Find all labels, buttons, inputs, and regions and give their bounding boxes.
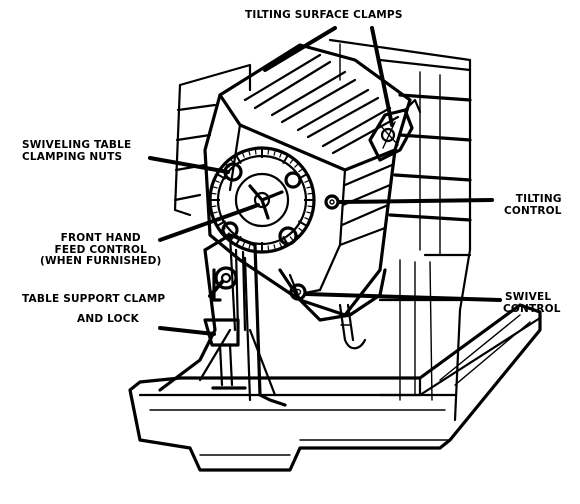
label-line: CLAMPING NUTS xyxy=(22,150,123,163)
label-table-support-clamp-and-lock: TABLE SUPPORT CLAMP AND LOCK xyxy=(22,293,166,325)
dial-tick xyxy=(211,211,218,215)
graduated-dial xyxy=(208,146,316,254)
dial-tick xyxy=(298,167,304,173)
label-line: CONTROL xyxy=(503,302,561,315)
dial-tick xyxy=(267,245,270,252)
dial-tick xyxy=(307,205,314,208)
dial-tick xyxy=(241,242,245,249)
label-swivel-control: SWIVEL CONTROL xyxy=(503,291,561,315)
dial-tick xyxy=(279,242,283,249)
label-line: (WHEN FURNISHED) xyxy=(40,255,162,267)
label-line: TILTING SURFACE CLAMPS xyxy=(245,9,403,21)
dial-tick xyxy=(247,149,251,156)
base-plate xyxy=(128,303,542,472)
dial-tick xyxy=(294,162,300,168)
dial-tick xyxy=(307,192,314,195)
dial-tick xyxy=(306,185,313,189)
dial-tick xyxy=(273,244,277,251)
label-swiveling-table-clamping-nuts: SWIVELING TABLE CLAMPING NUTS xyxy=(22,139,132,163)
dial-tick xyxy=(267,148,270,155)
control-knobs xyxy=(289,194,340,301)
leader-lines xyxy=(148,26,502,336)
label-line: TILTING xyxy=(515,193,562,205)
dial-tick xyxy=(304,217,311,221)
dial-tick xyxy=(273,149,277,156)
dial-tick xyxy=(254,148,257,155)
label-front-hand-feed-control: FRONT HAND FEED CONTROL (WHEN FURNISHED) xyxy=(40,232,162,268)
machine-column xyxy=(328,38,472,422)
dial-tick xyxy=(289,158,295,164)
dial-tick xyxy=(306,211,313,215)
dial-tick xyxy=(235,154,242,165)
tilting-surface-clamp-assembly xyxy=(368,98,422,162)
label-line: SWIVELING TABLE xyxy=(22,139,132,151)
dial-tick xyxy=(282,154,289,165)
dial-tick xyxy=(213,179,220,183)
label-tilting-control: TILTING CONTROL xyxy=(496,193,562,217)
dial-tick xyxy=(298,227,304,233)
table-support-bracket xyxy=(158,233,367,407)
dial-tick xyxy=(304,179,311,183)
label-line: TABLE SUPPORT CLAMP xyxy=(22,293,166,305)
back-ribbed-plate xyxy=(173,63,252,217)
label-line: AND LOCK xyxy=(77,312,139,325)
dial-tick xyxy=(210,205,217,208)
dial-tick xyxy=(297,220,308,227)
dial-tick xyxy=(241,151,245,158)
dial-tick xyxy=(210,192,217,195)
label-line: FEED CONTROL xyxy=(54,243,148,256)
label-line: SWIVEL xyxy=(505,291,552,303)
label-line: CONTROL xyxy=(504,204,562,217)
dial-tick xyxy=(279,151,283,158)
dial-tick xyxy=(247,244,251,251)
label-line: FRONT HAND xyxy=(60,232,141,244)
dial-tick xyxy=(211,185,218,189)
dial-tick xyxy=(216,173,227,180)
dial-tick xyxy=(216,220,227,227)
tilting-table xyxy=(203,43,412,322)
label-tilting-surface-clamps: TILTING SURFACE CLAMPS xyxy=(245,9,403,22)
